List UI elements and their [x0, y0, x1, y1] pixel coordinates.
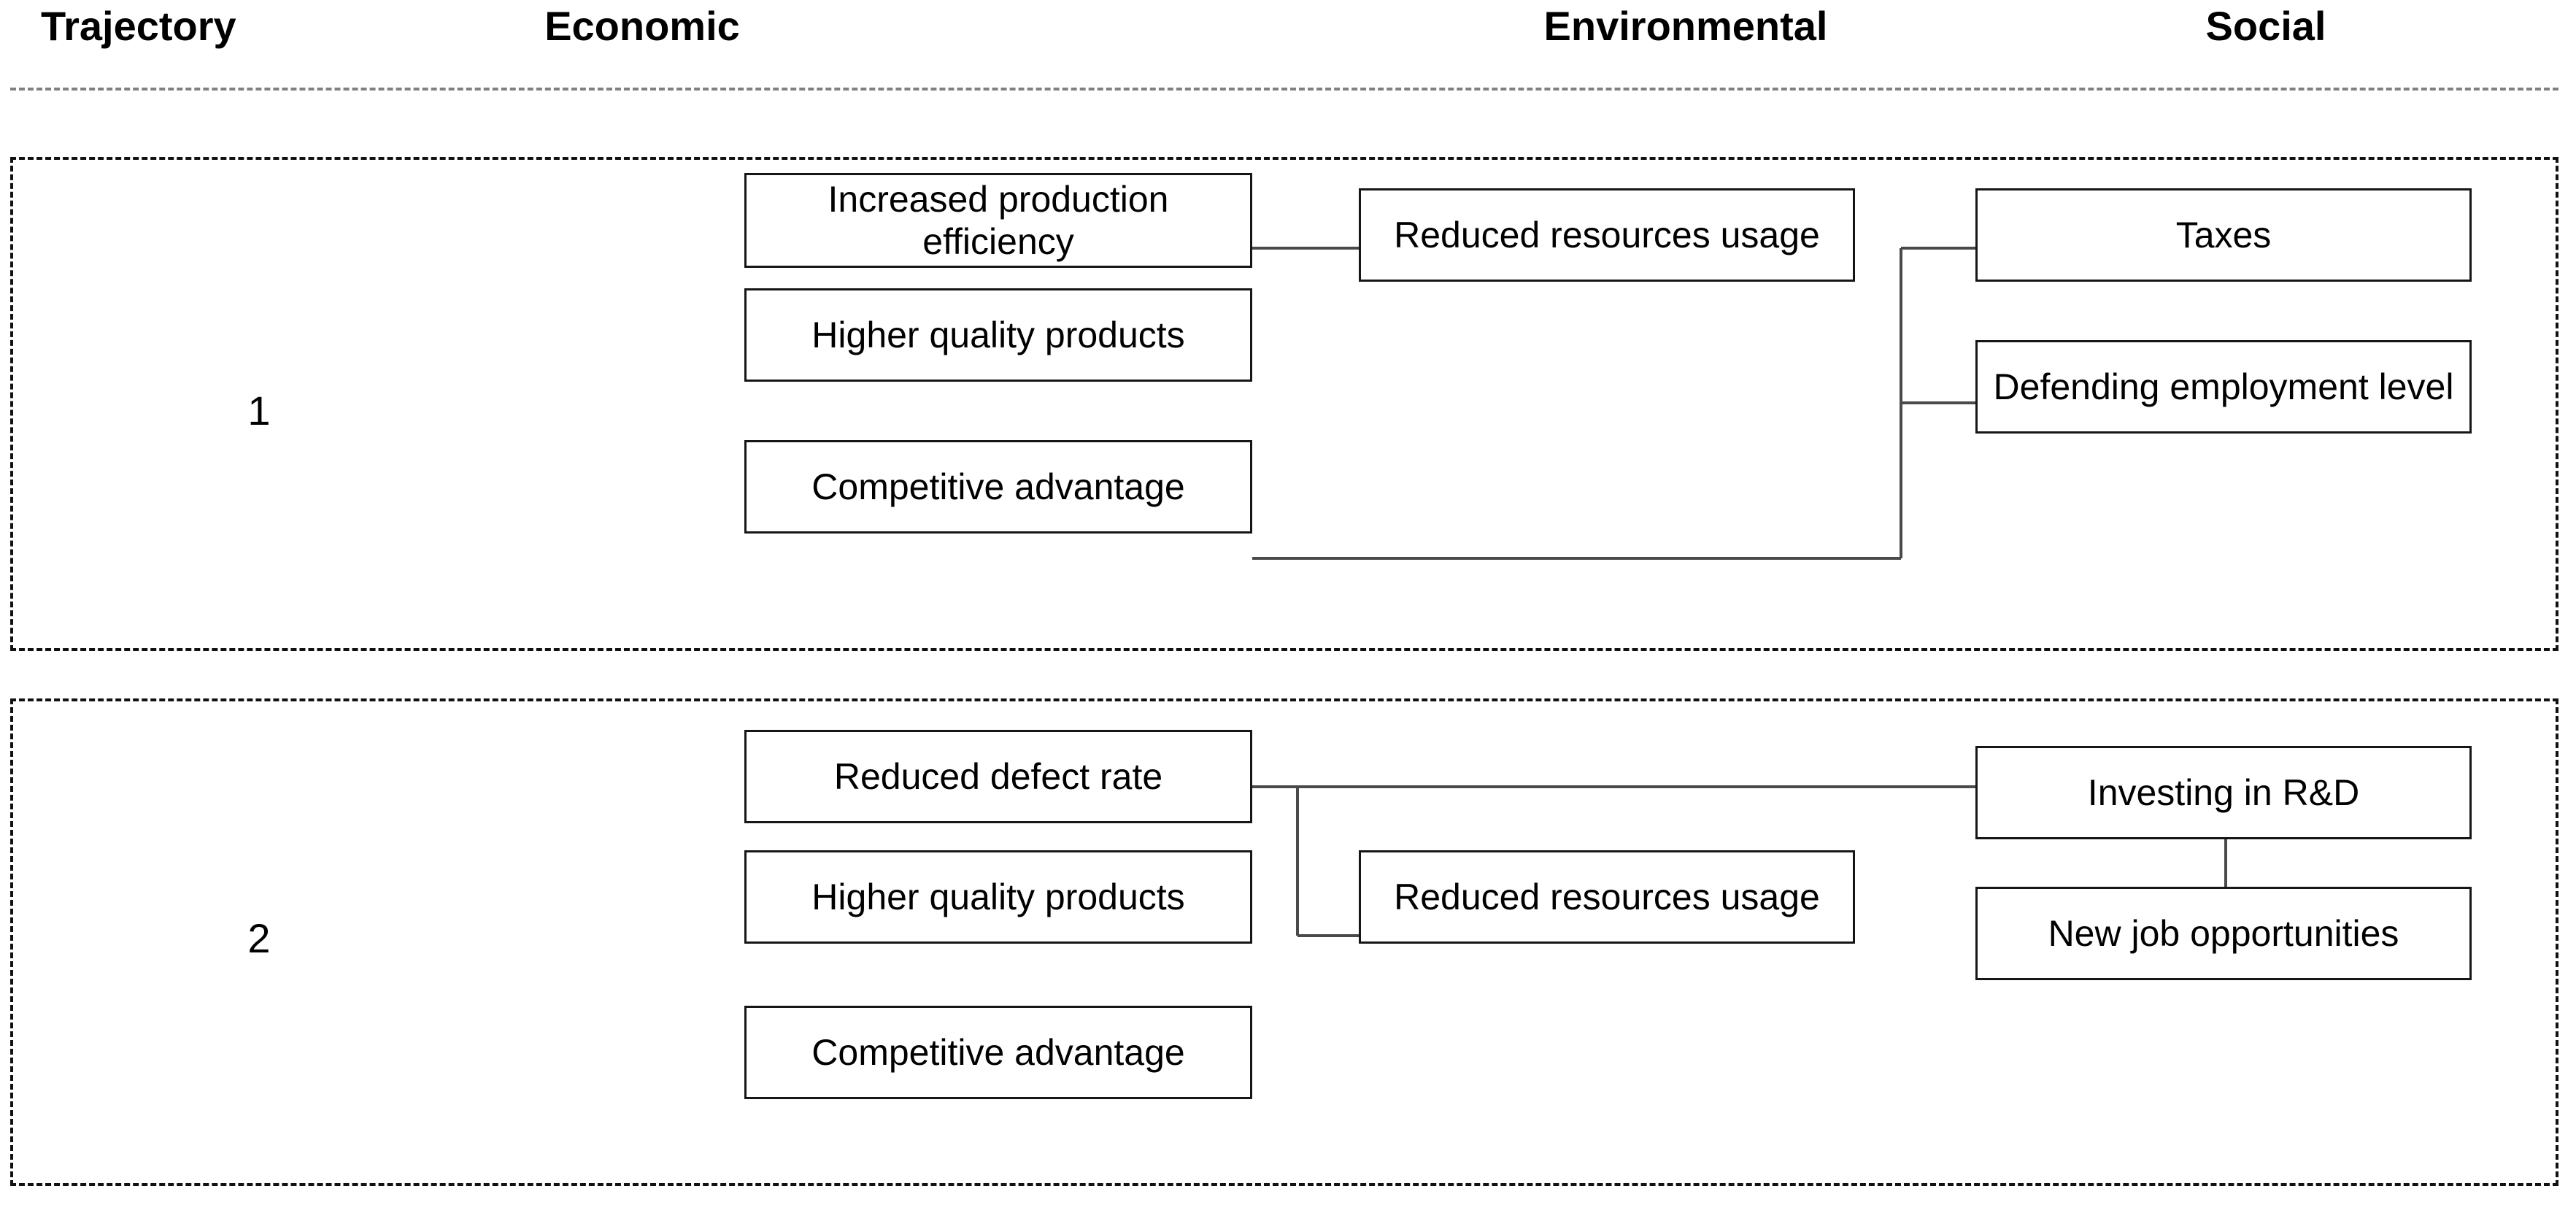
node-t1-economic-1[interactable]: Increased production efficiency: [744, 173, 1252, 268]
column-header-trajectory: Trajectory: [41, 3, 236, 49]
node-t1-economic-3[interactable]: Competitive advantage: [744, 440, 1252, 534]
node-t1-environmental-1[interactable]: Reduced resources usage: [1359, 188, 1855, 282]
node-t1-social-1[interactable]: Taxes: [1975, 188, 2472, 282]
node-t2-economic-2[interactable]: Higher quality products: [744, 850, 1252, 944]
column-header-social: Social: [2205, 3, 2326, 49]
column-header-environmental: Environmental: [1543, 3, 1828, 49]
trajectory-number-1: 1: [247, 388, 271, 434]
node-t2-social-1[interactable]: Investing in R&D: [1975, 746, 2472, 839]
trajectory-group-1: [10, 157, 2558, 651]
node-t2-environmental-1[interactable]: Reduced resources usage: [1359, 850, 1855, 944]
trajectory-group-2: [10, 698, 2558, 1186]
node-t2-economic-3[interactable]: Competitive advantage: [744, 1006, 1252, 1099]
trajectory-number-2: 2: [247, 915, 271, 961]
node-t1-economic-2[interactable]: Higher quality products: [744, 288, 1252, 382]
node-t2-social-2[interactable]: New job opportunities: [1975, 887, 2472, 980]
node-t1-social-2[interactable]: Defending employment level: [1975, 340, 2472, 434]
node-t2-economic-1[interactable]: Reduced defect rate: [744, 730, 1252, 823]
column-header-economic: Economic: [544, 3, 740, 49]
header-divider: [10, 88, 2558, 91]
